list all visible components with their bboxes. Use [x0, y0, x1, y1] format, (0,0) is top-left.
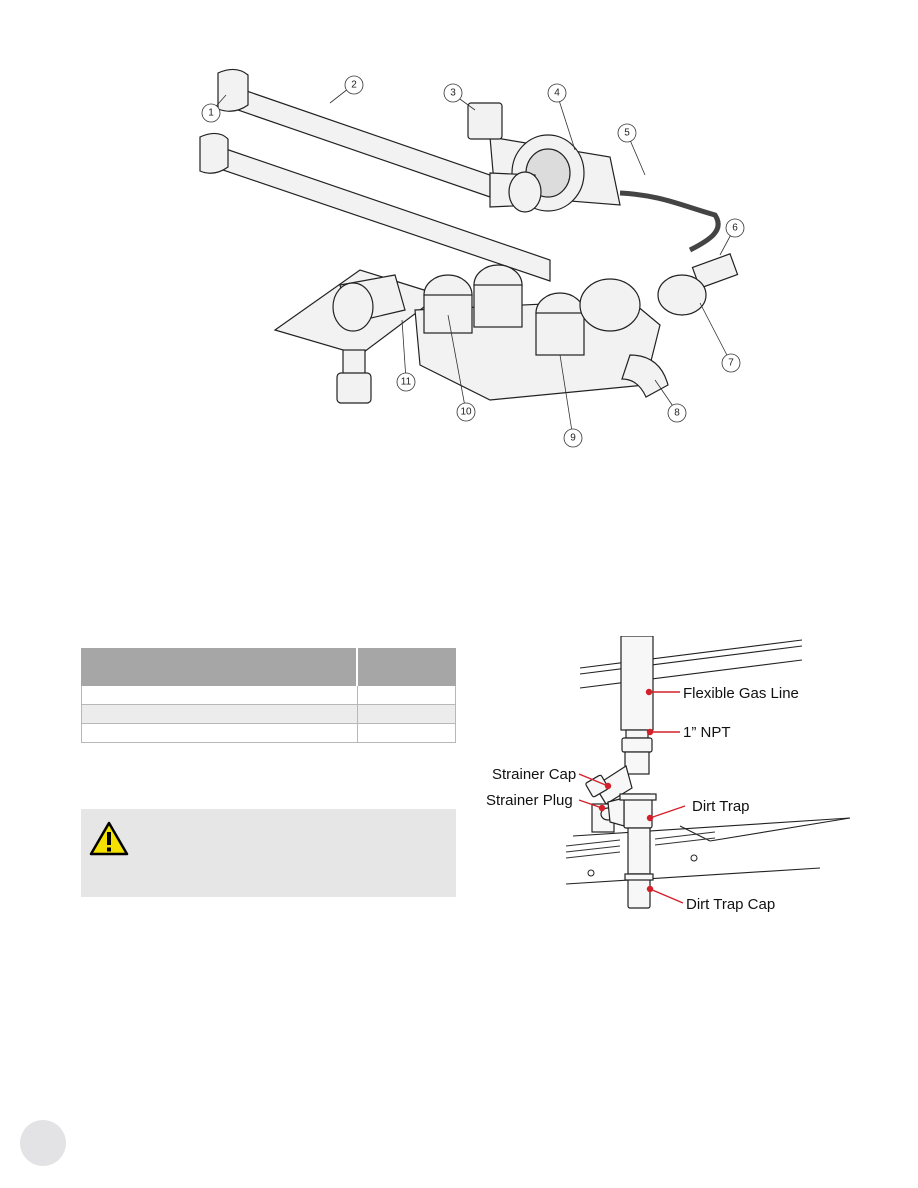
callout-label: 3	[450, 88, 456, 99]
callout-3	[443, 83, 463, 103]
callout-7	[721, 353, 741, 373]
callout-10	[456, 402, 476, 422]
coupling	[621, 737, 653, 753]
callout-label: 6	[732, 223, 738, 234]
drop-nipple	[342, 349, 366, 376]
callout-label: 4	[554, 88, 560, 99]
table-row	[81, 685, 456, 705]
spec-table	[81, 648, 456, 743]
strainer-plug-label: Strainer Plug	[486, 792, 573, 809]
strainer-cap-label: Strainer Cap	[492, 766, 576, 783]
callout-11	[396, 372, 416, 392]
callout-label: 10	[460, 407, 472, 418]
table-row	[81, 704, 456, 724]
regulator	[579, 278, 641, 332]
table-header-cell	[356, 648, 456, 686]
pressure-switch	[467, 102, 503, 140]
callout-5	[617, 123, 637, 143]
flexible-gas-line-label: Flexible Gas Line	[683, 685, 799, 702]
callout-label: 11	[401, 377, 412, 388]
callout-label: 8	[674, 408, 680, 419]
gas-train-diagram: 1 2 3 4 5 6 7 8 9 10 11	[199, 68, 745, 448]
outlet-elbow	[621, 354, 669, 398]
callout-6	[725, 218, 745, 238]
table-header-cell	[81, 648, 358, 686]
callout-9	[563, 428, 583, 448]
inlet-nipple	[691, 253, 739, 289]
union	[336, 372, 372, 404]
strainer-diagram: Flexible Gas Line 1” NPT Strainer Cap St…	[486, 636, 851, 913]
table-header	[81, 648, 456, 686]
warning-panel	[81, 809, 456, 897]
callout-label: 1	[208, 108, 214, 119]
warning-triangle-icon	[89, 821, 129, 856]
left-elbow	[332, 282, 374, 332]
callout-8	[667, 403, 687, 423]
flex-hose	[619, 190, 721, 253]
callout-label: 5	[624, 128, 630, 139]
callout-label: 9	[570, 433, 576, 444]
table-row	[81, 723, 456, 743]
upper-elbow	[217, 68, 249, 112]
callout-label: 7	[728, 358, 734, 369]
callout-label: 2	[351, 80, 357, 91]
dirt-trap-cap-label: Dirt Trap Cap	[686, 896, 775, 913]
page-number-badge	[20, 1120, 66, 1166]
flexible-gas-line	[620, 636, 654, 731]
callout-1	[201, 103, 221, 123]
npt-fitting	[625, 729, 649, 739]
lower-elbow	[199, 132, 229, 174]
dirt-trap-label: Dirt Trap	[692, 798, 750, 815]
valve-cap-7	[657, 274, 707, 316]
callout-2	[344, 75, 364, 95]
callout-4	[547, 83, 567, 103]
npt-label: 1” NPT	[683, 724, 731, 741]
